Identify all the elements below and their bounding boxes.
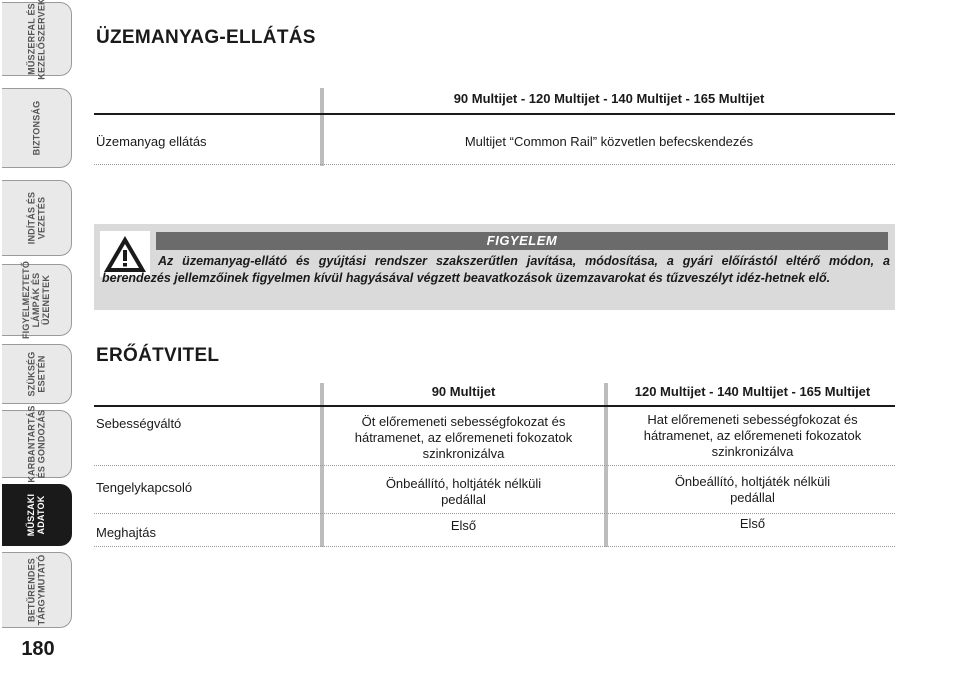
fuel-row-label: Üzemanyag ellátás bbox=[96, 134, 207, 149]
header-rule bbox=[94, 405, 895, 407]
warning-box: FIGYELEM Az üzemanyag-ellátó és gyújtási… bbox=[94, 224, 895, 310]
tab-inditas[interactable]: INDÍTÁS ÉS VEZETÉS bbox=[2, 180, 72, 256]
transmission-title: ERŐÁTVITEL bbox=[96, 345, 220, 366]
table-divider bbox=[320, 88, 324, 166]
tab-label: FIGYELMEZTETŐ LÁMPÁK ÉS ÜZENETEK bbox=[21, 260, 52, 340]
tab-label: MŰSZERFAL ÉS KEZELŐSZERVEK bbox=[26, 0, 47, 80]
row-value: Hat előremeneti sebességfokozat és hátra… bbox=[643, 412, 862, 459]
tab-karbantartas[interactable]: KARBANTARTÁS ÉS GONDOZÁS bbox=[2, 405, 72, 483]
warning-triangle-icon bbox=[100, 231, 150, 277]
col2-header: 120 Multijet - 140 Multijet - 165 Multij… bbox=[634, 384, 871, 399]
warning-text: Az üzemanyag-ellátó és gyújtási rendszer… bbox=[102, 254, 890, 285]
row-rule bbox=[94, 465, 895, 466]
row-label-tengelykapcsolo: Tengelykapcsoló bbox=[96, 480, 193, 495]
tab-label: SZÜKSÉG ESETÉN bbox=[26, 351, 47, 397]
fuel-row-value: Multijet “Common Rail” közvetlen befecsk… bbox=[464, 134, 754, 149]
tab-muszaki-adatok[interactable]: MŰSZAKI ADATOK bbox=[2, 484, 72, 546]
warning-title: FIGYELEM bbox=[156, 232, 888, 250]
row-value: Első bbox=[450, 518, 477, 533]
tab-figyelmezteto[interactable]: FIGYELMEZTETŐ LÁMPÁK ÉS ÜZENETEK bbox=[2, 260, 72, 340]
fuel-title: ÜZEMANYAG-ELLÁTÁS bbox=[96, 27, 316, 48]
tab-biztonsag[interactable]: BIZTONSÁG bbox=[2, 88, 72, 168]
row-rule bbox=[94, 546, 895, 547]
row-rule bbox=[94, 164, 895, 165]
row-label-meghajtas: Meghajtás bbox=[96, 525, 156, 540]
row-value: Első bbox=[739, 516, 766, 531]
fuel-header: 90 Multijet - 120 Multijet - 140 Multije… bbox=[453, 91, 765, 106]
chapter-tabs: MŰSZERFAL ÉS KEZELŐSZERVEK BIZTONSÁG IND… bbox=[0, 0, 80, 677]
tab-label: INDÍTÁS ÉS VEZETÉS bbox=[26, 191, 47, 245]
col1-header: 90 Multijet bbox=[431, 384, 496, 399]
row-value: Önbeállító, holtjáték nélküli pedállal bbox=[385, 476, 542, 507]
tab-label: MŰSZAKI ADATOK bbox=[26, 493, 47, 537]
tab-label: BIZTONSÁG bbox=[31, 100, 42, 156]
row-value: Önbeállító, holtjáték nélküli pedállal bbox=[674, 474, 831, 505]
tab-label: BETŰRENDES TÁRGYMUTATÓ bbox=[26, 554, 47, 626]
tab-label: KARBANTARTÁS ÉS GONDOZÁS bbox=[26, 405, 47, 483]
tab-szukseg[interactable]: SZÜKSÉG ESETÉN bbox=[2, 344, 72, 404]
row-value: Öt előremeneti sebességfokozat és hátram… bbox=[354, 414, 573, 461]
page-number: 180 bbox=[21, 638, 55, 660]
tab-betuerendes[interactable]: BETŰRENDES TÁRGYMUTATÓ bbox=[2, 552, 72, 628]
header-rule bbox=[94, 113, 895, 115]
tab-muszerfal[interactable]: MŰSZERFAL ÉS KEZELŐSZERVEK bbox=[2, 0, 72, 80]
row-rule bbox=[94, 513, 895, 514]
row-label-sebessegvalto: Sebességváltó bbox=[96, 416, 182, 431]
